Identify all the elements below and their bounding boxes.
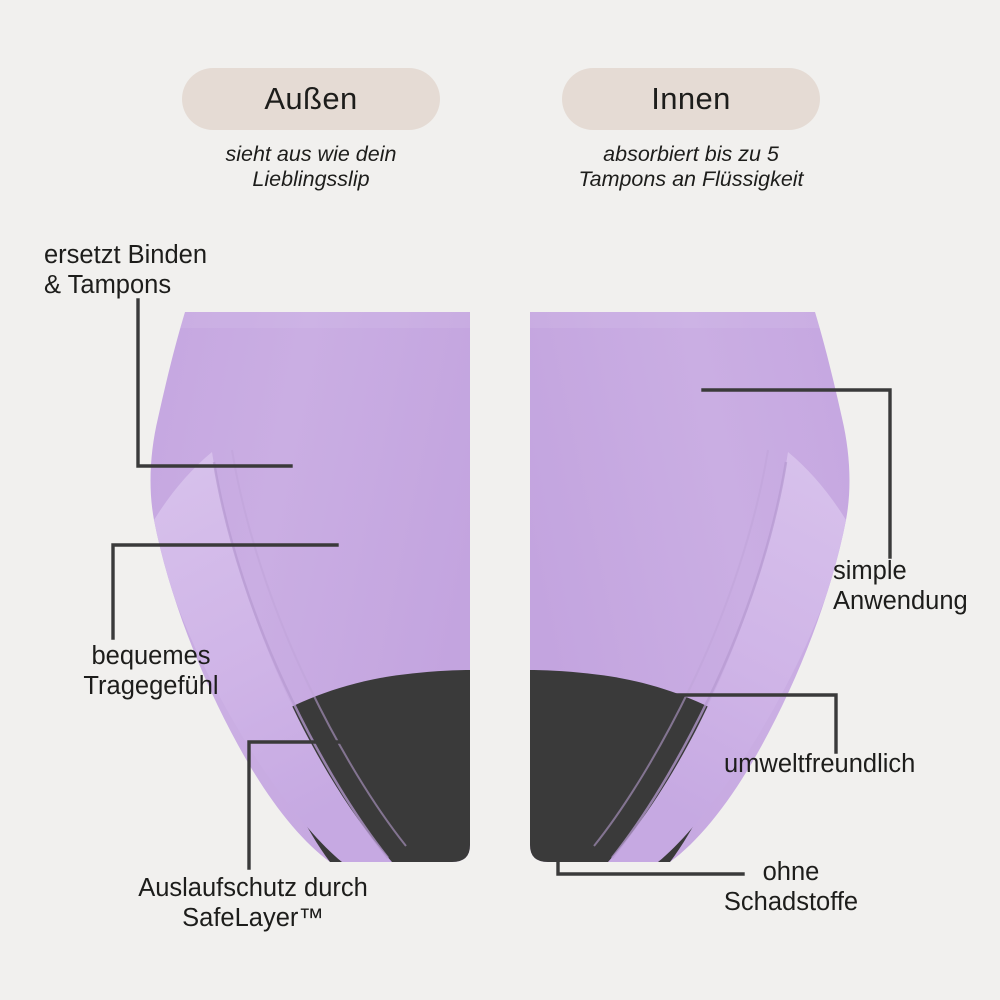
garment-outside <box>150 312 470 862</box>
gusset-panel-inside <box>530 670 736 862</box>
leg-opening-fold-inside <box>608 452 846 862</box>
callout-simple-anwendung: simple Anwendung <box>833 557 968 615</box>
badge-aussen: Außen <box>182 68 440 130</box>
leader-line-simple <box>701 388 892 559</box>
gusset-panel-outside <box>264 670 470 862</box>
leader-line-umweltfreundlich <box>623 693 838 754</box>
badge-innen: Innen <box>562 68 820 130</box>
leader-line-bequemes <box>111 543 339 640</box>
callout-ersetzt-binden-tampons: ersetzt Binden & Tampons <box>44 241 208 299</box>
garment-inside <box>530 312 850 862</box>
seam-line-inside <box>611 461 788 859</box>
seam-line-inside-2 <box>593 449 769 847</box>
leader-line-auslaufschutz <box>247 740 347 870</box>
leader-line-ersetzt <box>136 298 293 468</box>
callout-bequemes-tragegefuehl: bequemes Tragegefühl <box>83 642 219 700</box>
callout-ohne-schadstoffe: ohne Schadstoffe <box>723 858 859 916</box>
callout-umweltfreundlich: umweltfreundlich <box>724 750 916 778</box>
subtitle-aussen: sieht aus wie dein Lieblingsslip <box>225 142 397 191</box>
subtitle-innen: absorbiert bis zu 5 Tampons an Flüssigke… <box>578 142 804 191</box>
callout-auslaufschutz-safelayer: Auslaufschutz durch SafeLayer™ <box>138 874 368 932</box>
